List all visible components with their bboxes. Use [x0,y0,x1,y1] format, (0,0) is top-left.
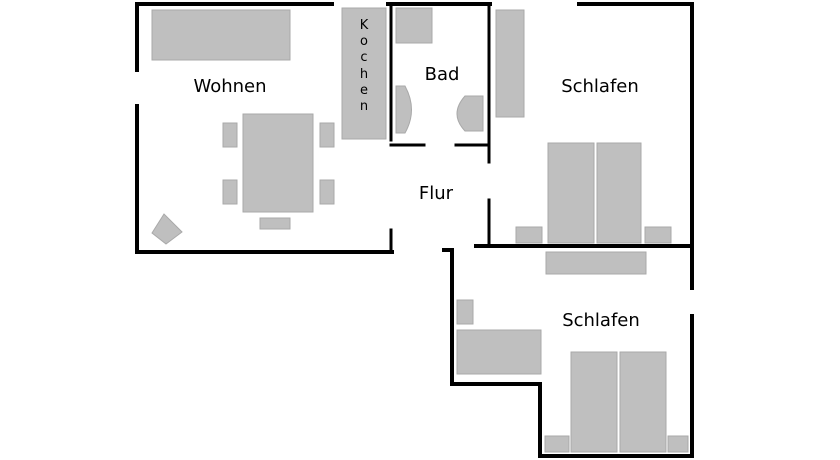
furniture-kochen [341,7,387,140]
nightstand-1-left [515,226,543,244]
label-schlafen-2: Schlafen [562,310,640,331]
label-kochen-letter: h [360,67,368,82]
wardrobe-1 [495,9,525,118]
chair-bottom [259,217,291,230]
label-kochen-letter: n [360,99,368,114]
label-kochen-letter: c [360,50,367,65]
bed-2-right [619,351,667,453]
furniture-schlafen-1 [495,9,672,244]
nightstand-1-right [644,226,672,244]
label-kochen-letter: K [360,18,369,33]
chair-left-top [222,122,238,148]
kitchen-counter [341,7,387,140]
dining-table [242,113,314,213]
chair-left-bottom [222,179,238,205]
furniture-schlafen-2 [456,251,689,453]
label-kochen: K o c h e n [360,18,369,114]
furniture-wohnen [151,9,335,245]
desk-2 [456,329,542,375]
label-kochen-letter: e [360,83,368,98]
bed-2-left [570,351,618,453]
walls [135,2,694,458]
washbasin-right [456,95,484,132]
shelf-2 [456,299,474,325]
label-kochen-letter: o [360,34,368,49]
label-bad: Bad [425,64,460,85]
sofa [151,9,291,61]
label-flur: Flur [419,183,454,204]
armchair [151,213,183,245]
label-schlafen-1: Schlafen [561,76,639,97]
bed-1-left [547,142,595,244]
nightstand-2-right [667,435,689,453]
washbasin-left [395,85,412,134]
label-wohnen: Wohnen [193,76,266,97]
chair-right-bottom [319,179,335,205]
bath-cabinet [395,7,433,44]
room-labels: Wohnen Bad Schlafen Flur Schlafen K o c … [193,18,639,331]
chair-right-top [319,122,335,148]
bed-1-right [596,142,642,244]
furniture-bad [395,7,484,134]
dresser-2 [545,251,647,275]
nightstand-2-left [544,435,570,453]
